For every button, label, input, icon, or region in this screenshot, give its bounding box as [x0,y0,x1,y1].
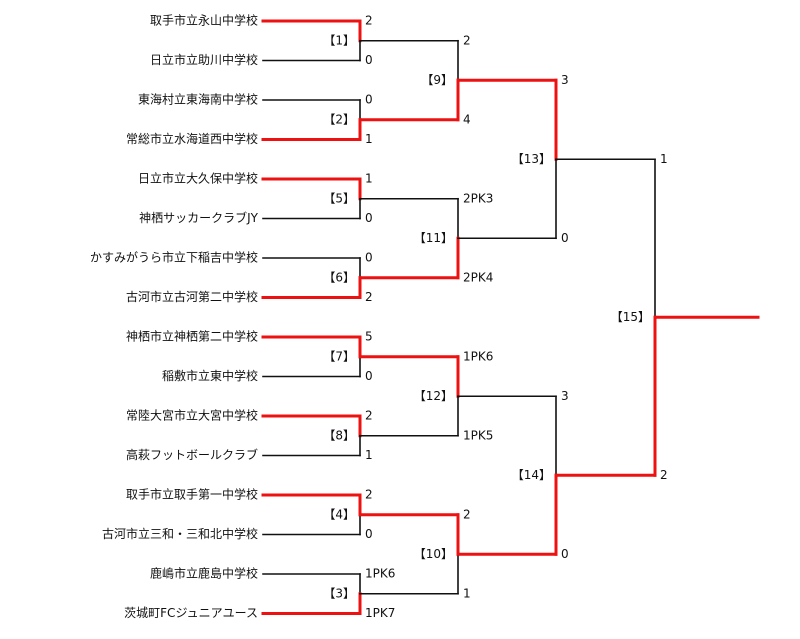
match-number: 【12】 [414,389,453,403]
score-label: 2 [365,488,373,502]
match-number: 【5】 [323,191,355,205]
match-number: 【4】 [323,507,355,521]
match-number: 【11】 [414,231,453,245]
team-name: 神栖サッカークラブJY [139,210,259,225]
team-name: 茨城町FCジュニアユース [124,606,258,620]
score-label: 0 [561,231,569,245]
match-number: 【6】 [323,270,355,284]
bracket-labels: 取手市立永山中学校日立市立助川中学校東海村立東海南中学校常総市立水海道西中学校日… [90,13,668,621]
match-number: 【3】 [323,586,355,600]
score-label: 1 [365,172,373,186]
team-name: 日立市立助川中学校 [150,52,258,67]
score-label: 0 [561,547,569,561]
team-name: かすみがうら市立下稲吉中学校 [90,250,258,265]
score-label: 0 [365,53,373,67]
score-label: 0 [365,93,373,107]
match-number: 【7】 [323,349,355,363]
score-label: 1 [660,152,668,166]
team-name: 東海村立東海南中学校 [138,92,258,107]
team-name: 神栖市立神栖第二中学校 [126,329,258,344]
match-number: 【2】 [323,112,355,126]
bracket-lines [261,19,760,615]
team-name: 稲敷市立東中学校 [162,368,258,383]
score-label: 1PK7 [365,606,395,620]
score-label: 2 [365,409,373,423]
score-label: 2 [660,468,668,482]
match-number: 【10】 [414,547,453,561]
score-label: 0 [365,369,373,383]
team-name: 常陸大宮市立大宮中学校 [126,408,258,423]
team-name: 日立市立大久保中学校 [138,171,258,186]
score-label: 1PK6 [463,349,493,363]
score-label: 2 [365,290,373,304]
score-label: 1 [463,586,471,600]
score-label: 2 [463,33,471,47]
score-label: 4 [463,112,471,126]
score-label: 1 [365,132,373,146]
team-name: 古河市立三和・三和北中学校 [102,526,258,541]
team-name: 古河市立古河第二中学校 [126,289,258,304]
score-label: 2 [463,507,471,521]
score-label: 2 [365,14,373,28]
team-name: 取手市立永山中学校 [150,13,258,28]
score-label: 1PK5 [463,428,493,442]
score-label: 0 [365,251,373,265]
score-label: 0 [365,527,373,541]
score-label: 2PK4 [463,270,493,284]
match-number: 【13】 [512,152,551,166]
score-label: 1PK6 [365,567,395,581]
team-name: 取手市立取手第一中学校 [126,487,258,502]
team-name: 鹿嶋市立鹿島中学校 [150,566,258,581]
team-name: 常総市立水海道西中学校 [126,131,258,146]
match-number: 【8】 [323,428,355,442]
score-label: 3 [561,389,569,403]
team-name: 高萩フットボールクラブ [126,447,258,462]
score-label: 2PK3 [463,191,493,205]
match-number: 【9】 [421,73,453,87]
match-number: 【14】 [512,468,551,482]
match-number: 【15】 [611,310,650,324]
score-label: 3 [561,73,569,87]
match-number: 【1】 [323,33,355,47]
score-label: 1 [365,448,373,462]
score-label: 0 [365,211,373,225]
score-label: 5 [365,330,373,344]
